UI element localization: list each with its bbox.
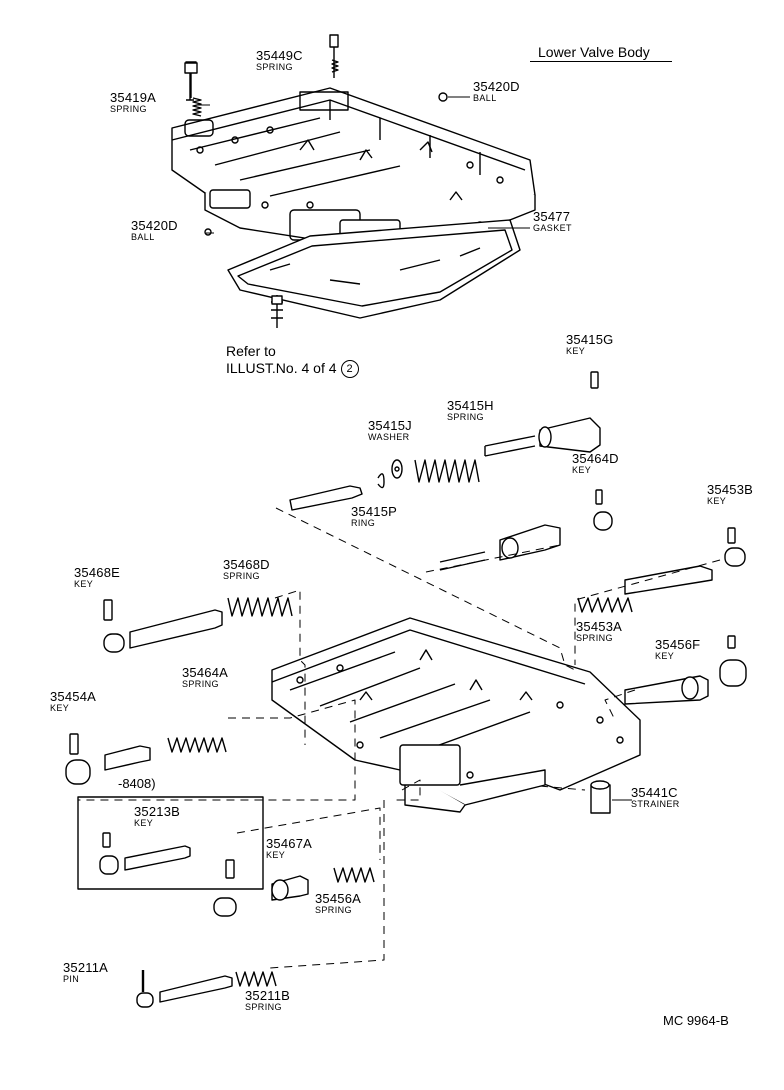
part-description: KEY xyxy=(707,496,727,506)
left-valve-group xyxy=(65,597,375,1008)
part-number: 35456A xyxy=(315,891,362,906)
part-description: BALL xyxy=(131,232,155,242)
part-description: GASKET xyxy=(533,223,572,233)
part-number: 35454A xyxy=(50,689,97,704)
part-number: 35211B xyxy=(245,988,291,1003)
diagram-code: MC 9964-B xyxy=(663,1013,729,1028)
part-description: SPRING xyxy=(315,905,352,915)
part-description: SPRING xyxy=(576,633,613,643)
part-number: 35468E xyxy=(74,565,121,580)
part-description: KEY xyxy=(655,651,675,661)
title-underline xyxy=(530,61,672,62)
part-description: KEY xyxy=(74,579,94,589)
lower-valve-body xyxy=(271,617,641,813)
part-number: 35420D xyxy=(473,79,520,94)
part-description: RING xyxy=(351,518,376,528)
part-number: 35468D xyxy=(223,557,270,572)
reference-circle-number: 2 xyxy=(340,360,359,379)
part-number: 35415P xyxy=(351,504,398,519)
part-number: 35477 xyxy=(533,209,571,224)
part-description: SPRING xyxy=(182,679,219,689)
part-description: SPRING xyxy=(110,104,147,114)
part-description: KEY xyxy=(134,818,154,828)
part-number: 35467A xyxy=(266,836,313,851)
serial-range-label: -8408) xyxy=(118,776,156,791)
alignment-lines xyxy=(78,507,721,969)
part-description: STRAINER xyxy=(631,799,680,809)
part-number: 35453B xyxy=(707,482,754,497)
reference-line-1: Refer to xyxy=(226,343,276,359)
part-description: SPRING xyxy=(256,62,293,72)
part-description: KEY xyxy=(266,850,286,860)
diagram-title: Lower Valve Body xyxy=(538,44,650,60)
part-description: KEY xyxy=(50,703,70,713)
upper-valve-body xyxy=(171,34,536,328)
part-number: 35420D xyxy=(131,218,178,233)
part-number: 35415G xyxy=(566,332,614,347)
part-description: KEY xyxy=(566,346,586,356)
part-description: SPRING xyxy=(223,571,260,581)
part-description: BALL xyxy=(473,93,497,103)
part-number: 35464A xyxy=(182,665,229,680)
part-description: SPRING xyxy=(245,1002,282,1012)
part-description: PIN xyxy=(63,974,80,984)
part-description: KEY xyxy=(572,465,592,475)
part-number: 35453A xyxy=(576,619,623,634)
part-number: 35415H xyxy=(447,398,494,413)
part-number: 35456F xyxy=(655,637,701,652)
part-number: 35211A xyxy=(63,960,109,975)
part-number: 35415J xyxy=(368,418,412,433)
part-number: 35441C xyxy=(631,785,678,800)
part-description: SPRING xyxy=(447,412,484,422)
part-number: 35213B xyxy=(134,804,181,819)
part-number: 35419A xyxy=(110,90,157,105)
part-number: 35464D xyxy=(572,451,619,466)
part-number: 35449C xyxy=(256,48,303,63)
part-description: WASHER xyxy=(368,432,410,442)
reference-line-2: ILLUST.No. 4 of 4 xyxy=(226,360,337,376)
upper-right-valve-group xyxy=(289,371,747,814)
